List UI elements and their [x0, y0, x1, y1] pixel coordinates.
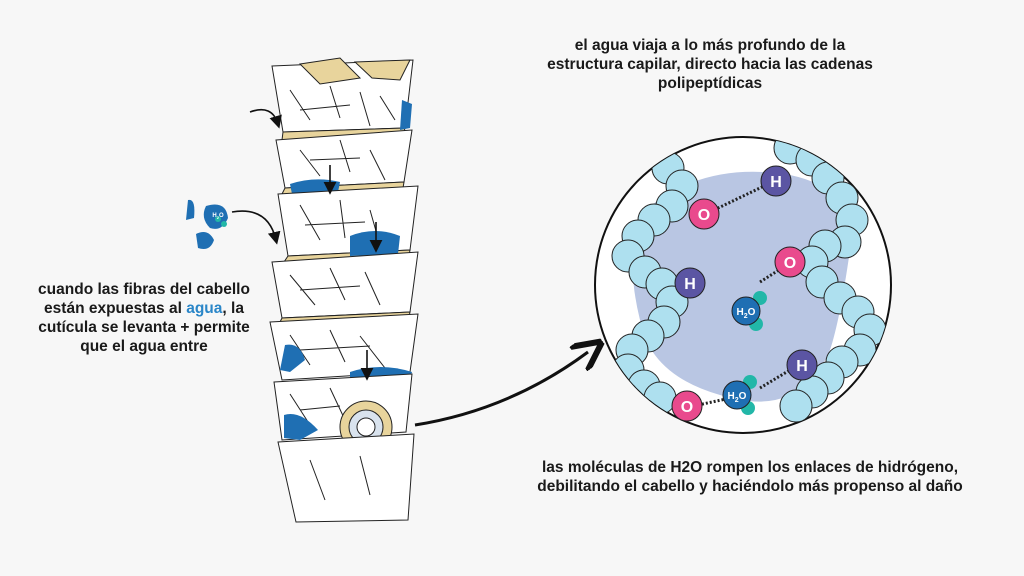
hydrogen-atom-2: H: [674, 267, 706, 299]
svg-text:H2O: H2O: [737, 307, 756, 320]
water-molecule-2: H2O: [722, 375, 757, 415]
hydrogen-atom-1: H: [760, 165, 792, 197]
svg-text:O: O: [698, 207, 710, 224]
water-droplets: [186, 199, 228, 249]
top-caption: el agua viaja a lo más profundo de la es…: [547, 37, 873, 92]
left-caption-end: , la cutícula se levanta + permite que e…: [38, 300, 250, 355]
svg-text:H: H: [770, 174, 782, 191]
svg-text:O: O: [681, 399, 693, 416]
svg-text:H2O: H2O: [728, 391, 747, 404]
svg-text:H: H: [796, 358, 808, 375]
hair-shaft: [269, 57, 419, 523]
hydrogen-atom-3: H: [786, 349, 818, 381]
oxygen-atom-3: O: [671, 390, 703, 422]
magnified-view: O H O H H O H2O H2O H2O: [212, 136, 892, 434]
water-molecule-1: H2O: [731, 291, 767, 331]
water-molecule-small: H2O: [212, 213, 224, 220]
arrow-middle: [231, 210, 281, 245]
water-highlight: agua: [186, 300, 223, 317]
left-caption: cuando las fibras del cabello están expu…: [38, 280, 250, 356]
svg-text:H: H: [684, 276, 696, 293]
left-caption-start: cuando las fibras del cabello están expu…: [38, 281, 250, 317]
svg-text:H2O: H2O: [212, 213, 224, 220]
oxygen-atom-2: O: [774, 246, 806, 278]
arrow-top: [249, 108, 282, 129]
magnify-arrow: [414, 352, 588, 427]
oxygen-atom-1: O: [688, 198, 720, 230]
bottom-caption: las moléculas de H2O rompen los enlaces …: [537, 459, 963, 495]
svg-text:O: O: [784, 255, 796, 272]
